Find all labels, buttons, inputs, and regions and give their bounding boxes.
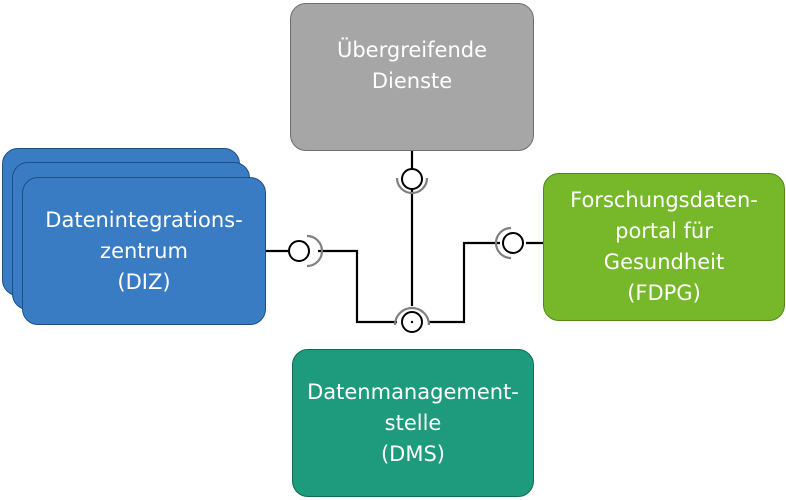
diz-ball-icon — [288, 240, 310, 262]
uebergreifende-socket-icon — [395, 177, 429, 195]
diz-box: Datenintegrations- zentrum (DIZ) — [22, 177, 266, 325]
uebergreifende-dienste-label-line-2: Dienste — [371, 69, 453, 93]
dms-socket-icon — [393, 306, 431, 326]
fdpg-label-line-2: portal für — [615, 219, 713, 243]
uebergreifende-dienste-box: Übergreifende Dienste — [290, 3, 534, 151]
dms-ball-center-dot — [410, 320, 414, 324]
diz-label-line-1: Datenintegrations- — [45, 207, 243, 232]
fdpg-connector-line — [428, 241, 543, 324]
fdpg-box: Forschungsdaten- portal für Gesundheit (… — [543, 173, 785, 321]
uebergreifende-ball-icon — [401, 168, 423, 190]
diz-socket-icon — [306, 234, 324, 268]
diz-label-line-2: zentrum — [100, 238, 188, 263]
diz-label-line-3: (DIZ) — [117, 269, 171, 294]
diz-connector-line — [266, 249, 397, 324]
uebergreifende-dienste-label-line-1: Übergreifende — [336, 38, 487, 62]
fdpg-ball-icon — [502, 232, 524, 254]
dms-box: Datenmanagement- stelle (DMS) — [292, 349, 534, 497]
fdpg-label-line-3: Gesundheit — [603, 250, 725, 274]
dms-label-line-3: (DMS) — [380, 441, 445, 466]
dms-label-line-1: Datenmanagement- — [307, 379, 519, 404]
fdpg-socket-icon — [494, 226, 512, 260]
dms-label-line-2: stelle — [384, 410, 442, 435]
fdpg-label-line-1: Forschungsdaten- — [570, 188, 758, 212]
fdpg-label-line-4: (FDPG) — [627, 281, 701, 305]
